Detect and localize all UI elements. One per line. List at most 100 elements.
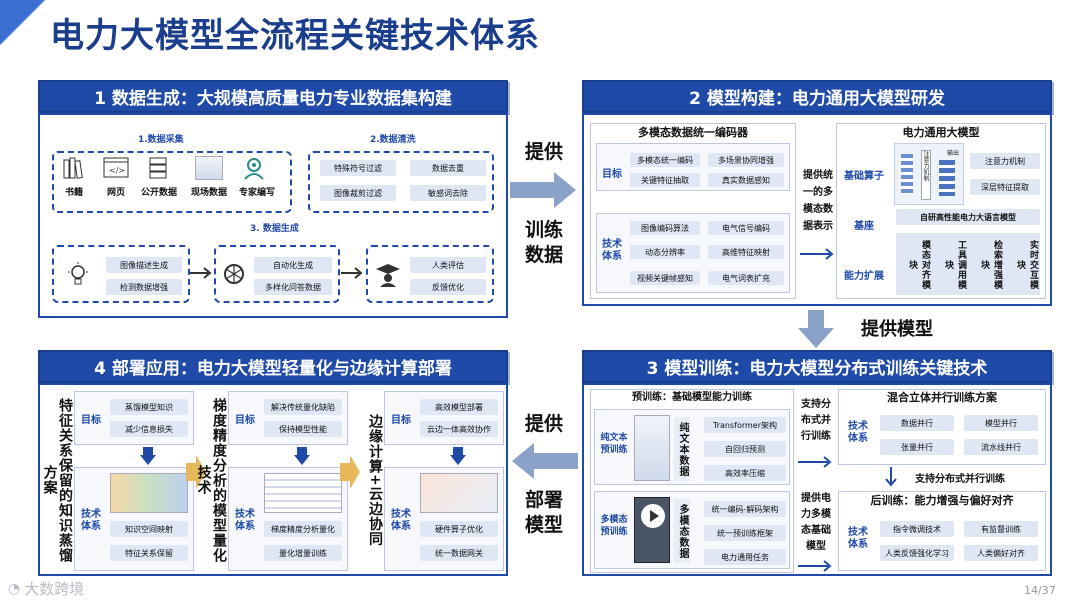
- link-text: 提供统 一的多 模态数 据表示: [803, 170, 833, 232]
- graduate-icon: [374, 260, 402, 288]
- encoder-tech-label: 技术 体系: [602, 239, 622, 262]
- chip-mm-2: 统一预训练框架: [704, 525, 786, 541]
- support-text-1: 支持分 布式并 行训练: [801, 399, 831, 442]
- ext-area: [896, 233, 1040, 295]
- col2-tech-label: 技术 体系: [235, 509, 255, 532]
- chip-post-2: 有监督训练: [964, 521, 1038, 537]
- chip-enc-t3: 关键特征抽取: [630, 173, 700, 187]
- chip-gen-a1: 图像描述生成: [106, 257, 182, 273]
- chip-enc-k5: 视频关键帧感知: [630, 271, 700, 285]
- section2-header: 2 模型构建：电力通用大模型研发: [582, 80, 1052, 113]
- encoder-title: 多模态数据统一编码器: [638, 126, 748, 139]
- arrow-c2: [294, 447, 310, 465]
- collect-label: 1.数据采集: [138, 135, 184, 145]
- text-doc-image: [634, 415, 670, 481]
- section4-panel: 特征关系保留的知识蒸馏方案 目标 蒸馏模型知识 减少信息损失 技术 体系 知识空…: [38, 383, 508, 576]
- chip-clean-1: 特殊符号过滤: [320, 160, 396, 176]
- diagram-tokens-right: [939, 160, 955, 196]
- chip-text-2: 自回归预测: [704, 441, 786, 457]
- arrow-col1-col2: [186, 455, 206, 489]
- clean-box: [308, 151, 494, 213]
- gen-box-b: [214, 245, 340, 303]
- chip-mix-2: 模型并行: [964, 415, 1038, 431]
- col1-title: 特征关系保留的知识蒸馏方案: [41, 397, 73, 563]
- diagram-attention-label: 注意力机制: [921, 150, 931, 200]
- chip-clean-2: 数据去重: [410, 160, 486, 176]
- gen-box-c: [366, 245, 494, 303]
- chip-op-1: 注意力机制: [970, 153, 1040, 169]
- text-data-label: 纯文本数据: [674, 417, 690, 481]
- mm-image: [634, 497, 670, 563]
- chip-mm-3: 电力通用任务: [704, 549, 786, 565]
- pretrain-title: 预训练：基础模型能力训练: [632, 392, 752, 403]
- chip-c2-k1: 梯度精度分析量化: [264, 521, 342, 537]
- icon-label-books: 书籍: [64, 188, 83, 198]
- webpage-icon: </>: [102, 155, 130, 181]
- chip-c2-k2: 量化增量训练: [264, 545, 342, 561]
- watermark: ◔ 大数跨境: [8, 578, 84, 599]
- watermark-logo-icon: ◔: [8, 580, 21, 597]
- post-title: 后训练：能力增强与偏好对齐: [870, 494, 1014, 507]
- col3-target-label: 目标: [391, 415, 411, 426]
- chip-enc-t4: 真实数据感知: [708, 173, 784, 187]
- mid-top-provide: 提供: [524, 141, 563, 163]
- section1-panel: 1.数据采集 </> 书籍 网页 公开数据 现场数据 专家编写 2.数据清洗 特…: [38, 113, 508, 318]
- mix-tech-label: 技术 体系: [848, 421, 868, 444]
- section3-panel: 预训练：基础模型能力训练 纯文本 预训练 纯文本数据 Transformer架构…: [582, 383, 1052, 576]
- gen-label: 3. 数据生成: [250, 224, 299, 234]
- mm-data-label: 多模态数据: [674, 499, 690, 563]
- chip-base: 自研高性能电力大语言模型: [896, 209, 1040, 225]
- quant-diagram: [264, 473, 342, 513]
- ext-1: 模态对齐模块: [907, 240, 930, 290]
- arrow-support-2: [798, 560, 832, 572]
- arrow-mix-post: [885, 467, 897, 487]
- support-text-3: 支持分布式并行训练: [915, 474, 1005, 485]
- support-text-2: 提供电 力多模 态基础 模型: [801, 493, 831, 552]
- svg-text:</>: </>: [109, 166, 125, 175]
- section3-header: 3 模型训练：电力大模型分布式训练关键技术: [582, 350, 1052, 383]
- chip-enc-k2: 电气信号编码: [708, 221, 784, 235]
- encoder-target-label: 目标: [602, 169, 622, 180]
- attention-diagram: 注意力机制 输出: [894, 143, 964, 205]
- chip-c1-k2: 特征关系保留: [110, 545, 188, 561]
- col2-target-label: 目标: [235, 415, 255, 426]
- chip-clean-3: 图像裁剪过滤: [320, 185, 396, 201]
- mid-top-data: 训练 数据: [524, 219, 563, 266]
- arrow-s1-s2: [510, 172, 576, 208]
- chip-c1-k1: 知识空间映射: [110, 521, 188, 537]
- arrow-c3: [450, 447, 466, 465]
- chip-post-1: 指令微调技术: [880, 521, 954, 537]
- section4-header: 4 部署应用：电力大模型轻量化与边缘计算部署: [38, 350, 508, 383]
- mid-bot-deploy: 部署 模型: [524, 489, 563, 536]
- col3-title: 边缘计算+云边协同: [367, 413, 383, 547]
- gen-box-a: [52, 245, 190, 303]
- section1-header: 1 数据生成：大规模高质量电力专业数据集构建: [38, 80, 508, 113]
- chip-enc-k3: 动态分辨率: [630, 245, 700, 259]
- chip-c1-t2: 减少信息损失: [110, 421, 188, 437]
- col1-target-label: 目标: [81, 415, 101, 426]
- play-icon: [641, 504, 665, 528]
- arrow-gen-bc: [341, 267, 363, 279]
- diagram-output-label: 输出: [947, 150, 960, 157]
- ext-3: 检索增强模块: [979, 240, 1002, 290]
- chip-c3-k1: 硬件算子优化: [420, 521, 498, 537]
- chip-enc-k6: 电气词表扩充: [708, 271, 784, 285]
- arrow-c1: [140, 447, 156, 465]
- arrow-gen-ab: [190, 267, 212, 279]
- icon-label-web: 网页: [106, 188, 125, 198]
- arrow-col2-col3: [340, 455, 360, 489]
- corner-decoration: [0, 0, 46, 46]
- chip-gen-a2: 检测数据增强: [106, 279, 182, 295]
- chip-clean-4: 敏感词去除: [410, 185, 486, 201]
- mid-bot-provide: 提供: [524, 413, 563, 435]
- mix-title: 混合立体并行训练方案: [887, 391, 997, 404]
- ext-4: 实时交互模块: [1015, 240, 1038, 290]
- section2-panel: 多模态数据统一编码器 目标 多模态统一编码 多场景协同增强 关键特征抽取 真实数…: [582, 113, 1052, 306]
- edge-diagram: [420, 473, 498, 513]
- chip-gen-c2: 反馈优化: [410, 279, 486, 295]
- chip-text-1: Transformer架构: [704, 417, 786, 433]
- chip-enc-k4: 高维特征映射: [708, 245, 784, 259]
- distill-diagram: [110, 473, 188, 513]
- field-photo: [195, 156, 223, 180]
- chip-c3-k2: 统一数据网关: [420, 545, 498, 561]
